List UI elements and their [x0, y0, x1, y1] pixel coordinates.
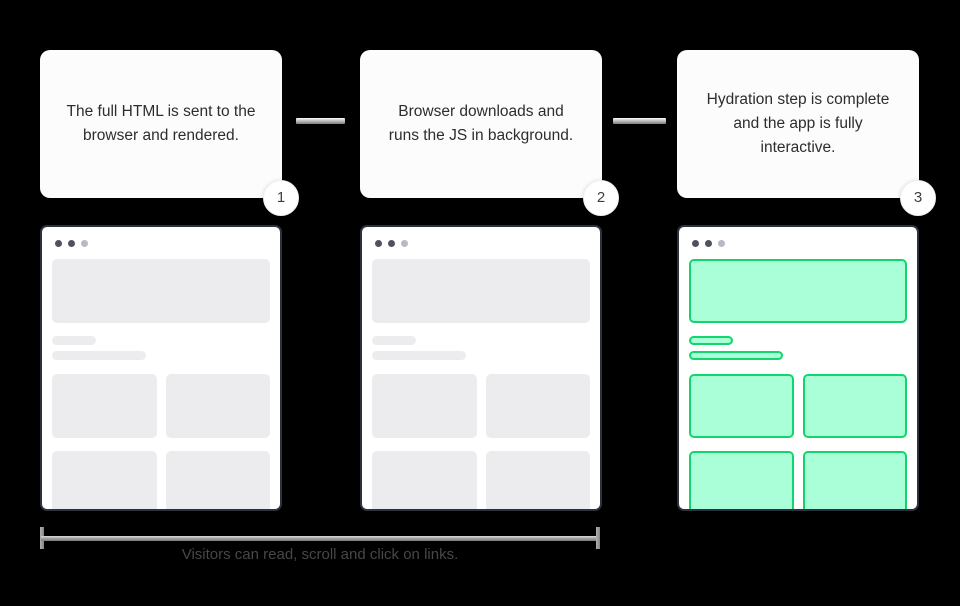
browser-window-1: [40, 225, 282, 511]
window-dot-icon: [388, 240, 395, 247]
text-line-placeholder: [689, 336, 733, 345]
window-dot-icon: [401, 240, 408, 247]
card-placeholder: [485, 451, 590, 509]
card-grid: [689, 374, 907, 509]
hero-placeholder: [372, 259, 590, 323]
step-description-1: The full HTML is sent to the browser and…: [66, 102, 256, 144]
window-dot-icon: [705, 240, 712, 247]
card-placeholder: [165, 451, 270, 509]
step-number-badge-2: 2: [583, 180, 619, 216]
browser-window-2: [360, 225, 602, 511]
card-placeholder: [689, 451, 794, 509]
hero-placeholder: [689, 259, 907, 323]
connector-line: [296, 118, 345, 124]
browser-window-3: [677, 225, 919, 511]
card-placeholder: [802, 374, 907, 438]
card-placeholder: [485, 374, 590, 438]
step-description-2: Browser downloads and runs the JS in bac…: [388, 102, 574, 144]
hero-placeholder: [52, 259, 270, 323]
text-line-placeholder: [52, 351, 146, 360]
connector-line: [613, 118, 666, 124]
card-placeholder: [165, 374, 270, 438]
window-dot-icon: [55, 240, 62, 247]
card-placeholder: [689, 374, 794, 438]
bracket-line: [41, 536, 599, 541]
bracket-endcap: [596, 527, 600, 549]
window-dot-icon: [375, 240, 382, 247]
window-controls: [375, 240, 590, 247]
window-controls: [692, 240, 907, 247]
card-placeholder: [372, 451, 477, 509]
step-number-badge-1: 1: [263, 180, 299, 216]
step-description-3: Hydration step is complete and the app i…: [706, 90, 890, 156]
card-placeholder: [52, 374, 157, 438]
window-dot-icon: [81, 240, 88, 247]
window-controls: [55, 240, 270, 247]
bracket-caption: Visitors can read, scroll and click on l…: [181, 546, 459, 563]
step-card-2: Browser downloads and runs the JS in bac…: [360, 50, 619, 216]
window-dot-icon: [68, 240, 75, 247]
window-dot-icon: [692, 240, 699, 247]
card-grid: [372, 374, 590, 509]
card-grid: [52, 374, 270, 509]
card-placeholder: [372, 374, 477, 438]
step-card-1: The full HTML is sent to the browser and…: [40, 50, 299, 216]
text-line-placeholder: [372, 351, 466, 360]
step-card-3: Hydration step is complete and the app i…: [677, 50, 936, 216]
card-placeholder: [52, 451, 157, 509]
window-dot-icon: [718, 240, 725, 247]
step-number-badge-3: 3: [900, 180, 936, 216]
text-line-placeholder: [52, 336, 96, 345]
text-line-placeholder: [372, 336, 416, 345]
text-line-placeholder: [689, 351, 783, 360]
card-placeholder: [802, 451, 907, 509]
